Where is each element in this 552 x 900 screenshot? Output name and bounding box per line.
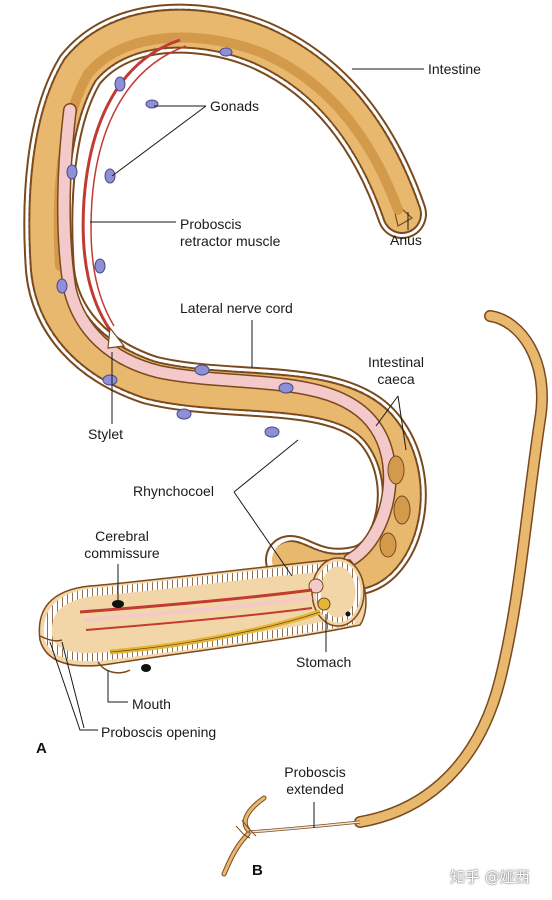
leader-rhynchocoel-2	[233, 491, 293, 577]
cut-nerve	[345, 611, 351, 617]
label-stomach: Stomach	[296, 654, 352, 670]
label-proboscis-extended: Proboscis extended	[284, 764, 346, 797]
head-epidermis-stripes	[43, 564, 355, 662]
leader-proboscis-opening-1	[49, 641, 98, 731]
label-proboscis-retractor: Proboscis retractor muscle	[180, 216, 281, 249]
label-stylet: Stylet	[88, 426, 124, 442]
label-intestine: Intestine	[428, 61, 481, 77]
label-gonads: Gonads	[210, 98, 260, 114]
leader-caeca-2	[397, 395, 407, 451]
cut-gut	[317, 597, 331, 611]
label-rhynchocoel: Rhynchocoel	[133, 483, 214, 499]
leader-lines	[49, 68, 424, 828]
foregut-line	[109, 611, 321, 653]
gonad	[94, 258, 106, 274]
mouth	[97, 661, 131, 674]
cut-rhynchocoel	[308, 578, 324, 594]
panel-label-a: A	[36, 740, 47, 757]
proboscis-tip	[222, 796, 266, 876]
leader-caeca-1	[375, 395, 399, 427]
panel-label-b: B	[252, 862, 263, 879]
gonad	[219, 47, 233, 57]
gonad	[194, 364, 210, 376]
leader-proboscis-opening-2	[61, 641, 85, 729]
gonads-group	[56, 47, 294, 438]
label-lateral-nerve-cord: Lateral nerve cord	[180, 300, 293, 316]
proboscis-extended-shaft-inner	[247, 821, 361, 833]
leader-gonads-2	[111, 105, 207, 177]
head-cutaway	[38, 557, 367, 674]
watermark: 知乎 @娅西	[450, 868, 530, 886]
proboscis-rod-2	[85, 607, 313, 631]
gonad	[66, 164, 78, 180]
label-anus: Anus	[390, 232, 422, 248]
leader-rhynchocoel-1	[233, 439, 299, 493]
proboscis-retractor-muscle	[81, 38, 181, 331]
gonad	[104, 168, 116, 184]
panel-b-proboscis	[221, 310, 548, 877]
intestinal-caeca	[379, 455, 411, 558]
leader-mouth	[107, 670, 128, 703]
proboscis-opening	[39, 635, 63, 642]
gonad	[176, 408, 192, 420]
gonad	[102, 374, 118, 386]
rhynchocoel-head	[83, 596, 313, 622]
cerebral-commissure-ganglion	[112, 600, 124, 608]
proboscis-retractor-muscle-2	[90, 45, 187, 327]
stylet	[107, 326, 126, 349]
gonad	[114, 76, 126, 92]
gonad	[264, 426, 280, 438]
label-intestinal-caeca: Intestinal caeca	[367, 354, 425, 387]
label-mouth: Mouth	[132, 696, 171, 712]
extended-worm-body	[355, 311, 547, 827]
label-cerebral-commissure: Cerebral commissure	[84, 528, 160, 561]
proboscis-coils	[235, 819, 257, 839]
gonad	[278, 382, 294, 394]
label-proboscis-opening: Proboscis opening	[101, 724, 217, 740]
gonad	[145, 99, 159, 109]
gonad	[56, 278, 68, 294]
ventral-ganglion	[141, 664, 151, 672]
proboscis-rod	[79, 588, 313, 614]
